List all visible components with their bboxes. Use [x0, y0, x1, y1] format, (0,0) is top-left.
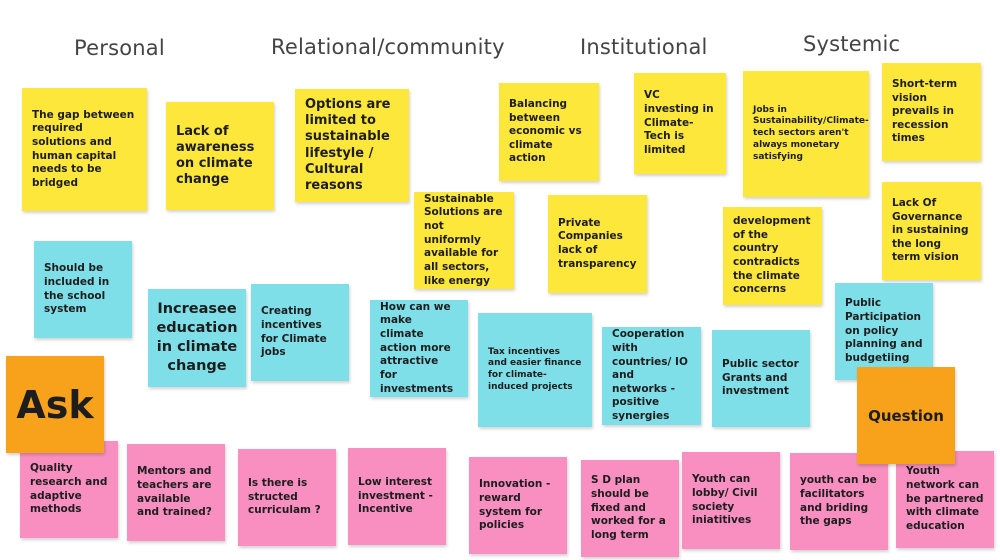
sticky-note-pink[interactable]: S D plan should be fixed and worked for …: [581, 460, 679, 557]
sticky-note-yellow[interactable]: Jobs in Sustainability/Climate-tech sect…: [743, 71, 869, 197]
sticky-note-yellow[interactable]: Short-term vision prevails in recession …: [882, 63, 981, 161]
sticky-note-yellow[interactable]: Options are limited to sustainable lifes…: [295, 89, 409, 202]
sticky-note-yellow[interactable]: VC investing in Climate-Tech is limited: [634, 73, 726, 174]
sticky-note-blue[interactable]: Cooperation with countries/ IO and netwo…: [602, 327, 701, 425]
sticky-note-question[interactable]: Question: [857, 367, 955, 464]
note-text: Sustainable Solutions are not uniformly …: [424, 192, 503, 287]
sticky-note-blue[interactable]: Tax incentives and easier finance for cl…: [478, 313, 592, 427]
sticky-note-pink[interactable]: Youth network can be partnered with clim…: [896, 451, 994, 548]
sticky-note-blue[interactable]: Public Participation on policy planning …: [835, 283, 933, 380]
sticky-note-pink[interactable]: Youth can lobby/ Civil society iniatitiv…: [682, 452, 780, 549]
column-header-relational: Relational/community: [271, 35, 505, 59]
note-text: Mentors and teachers are available and t…: [137, 465, 212, 519]
note-text: Lack of awareness on climate change: [176, 123, 255, 188]
column-header-institutional: Institutional: [580, 35, 708, 59]
sticky-note-yellow[interactable]: development of the country contradicts t…: [723, 207, 822, 305]
note-text: S D plan should be fixed and worked for …: [591, 474, 666, 541]
column-header-systemic: Systemic: [803, 32, 901, 56]
note-text: development of the country contradicts t…: [733, 215, 811, 296]
note-text: Is there is structed curriculam ?: [248, 477, 321, 517]
sticky-note-pink[interactable]: Quality research and adaptive methods: [20, 441, 118, 538]
note-text: Public sector Grants and investment: [722, 358, 799, 398]
sticky-note-yellow[interactable]: Sustainable Solutions are not uniformly …: [414, 192, 514, 289]
note-text: Creating incentives for Climate jobs: [261, 305, 327, 359]
note-text: Options are limited to sustainable lifes…: [305, 96, 391, 193]
sticky-note-pink[interactable]: Low interest investment - Incentive: [348, 448, 446, 545]
note-text: The gap between required solutions and h…: [32, 108, 135, 189]
note-text: VC investing in Climate-Tech is limited: [644, 89, 714, 156]
sticky-note-ask[interactable]: Ask: [6, 356, 104, 453]
note-text: Ask: [16, 382, 94, 427]
note-text: Short-term vision prevails in recession …: [892, 77, 958, 145]
column-header-personal: Personal: [74, 36, 165, 60]
note-text: Private Companies lack of transparency: [558, 216, 637, 270]
note-text: Low interest investment - Incentive: [358, 476, 433, 516]
note-text: Public Participation on policy planning …: [845, 297, 923, 364]
note-text: Jobs in Sustainability/Climate-tech sect…: [753, 104, 869, 162]
note-text: How can we make climate action more attr…: [380, 300, 454, 395]
note-text: Balancing between economic vs climate ac…: [509, 97, 582, 165]
sticky-note-blue[interactable]: Public sector Grants and investment: [712, 330, 810, 427]
note-text: Increasee education in climate change: [156, 301, 238, 374]
note-text: Quality research and adaptive methods: [30, 462, 108, 516]
note-text: Should be included in the school system: [44, 262, 110, 316]
sticky-note-blue[interactable]: How can we make climate action more attr…: [370, 300, 468, 397]
note-text: Tax incentives and easier finance for cl…: [488, 346, 582, 392]
sticky-note-yellow[interactable]: Lack of awareness on climate change: [166, 102, 274, 210]
note-text: Youth network can be partnered with clim…: [906, 465, 984, 532]
note-text: Lack Of Governance in sustaining the lon…: [892, 196, 969, 264]
sticky-note-pink[interactable]: youth can be facilitators and briding th…: [790, 453, 888, 550]
sticky-note-yellow[interactable]: The gap between required solutions and h…: [22, 88, 147, 211]
sticky-note-blue[interactable]: Should be included in the school system: [34, 241, 132, 338]
sticky-note-blue[interactable]: Increasee education in climate change: [148, 289, 246, 387]
note-text: Question: [868, 406, 944, 425]
sticky-note-pink[interactable]: Mentors and teachers are available and t…: [127, 444, 225, 541]
sticky-note-yellow[interactable]: Lack Of Governance in sustaining the lon…: [882, 182, 981, 280]
sticky-note-yellow[interactable]: Private Companies lack of transparency: [548, 195, 647, 293]
note-text: Innovation - reward system for policies: [479, 478, 551, 532]
sticky-note-yellow[interactable]: Balancing between economic vs climate ac…: [499, 83, 599, 181]
note-text: youth can be facilitators and briding th…: [800, 474, 877, 528]
sticky-note-blue[interactable]: Creating incentives for Climate jobs: [251, 284, 349, 381]
note-text: Cooperation with countries/ IO and netwo…: [612, 328, 688, 423]
note-text: Youth can lobby/ Civil society iniatitiv…: [692, 473, 758, 527]
sticky-note-pink[interactable]: Innovation - reward system for policies: [469, 457, 567, 554]
sticky-note-pink[interactable]: Is there is structed curriculam ?: [238, 449, 336, 546]
